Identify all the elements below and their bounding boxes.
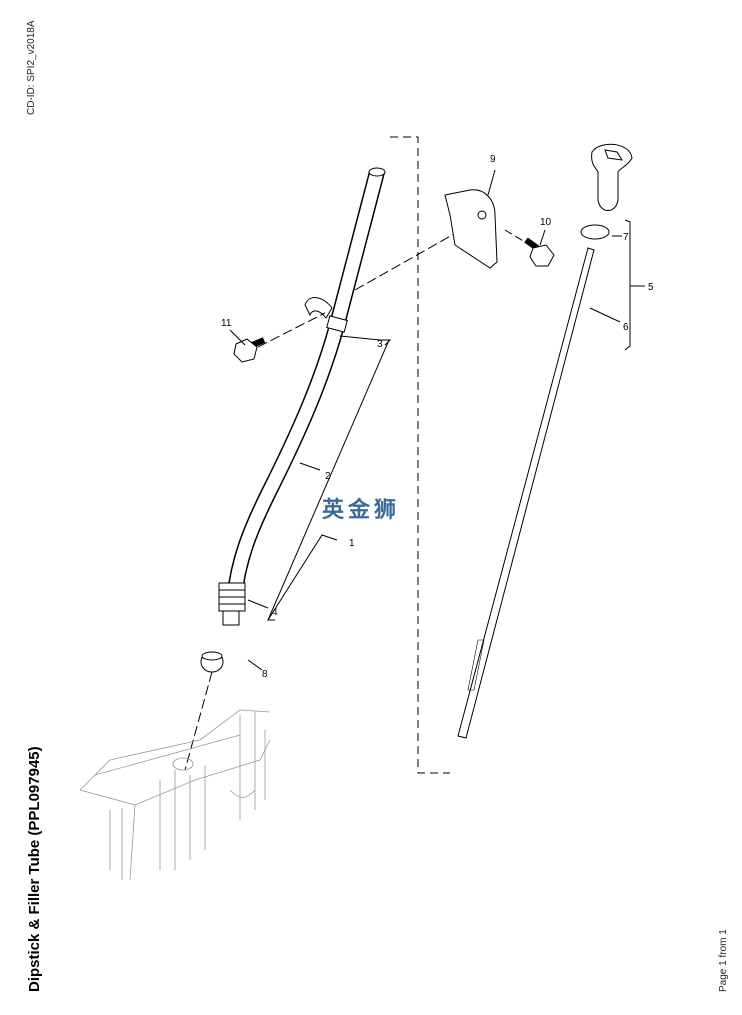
mounting-bracket	[444, 189, 498, 269]
callout-5: 5	[648, 282, 654, 293]
tube-bracket	[304, 297, 333, 319]
watermark: 英金狮	[322, 498, 401, 523]
engine-block	[79, 709, 271, 881]
dipstick-handle	[591, 143, 633, 211]
callout-labels: 1 2 3 4 5 6 7 8 9 10 11	[221, 154, 654, 680]
group-bracket	[390, 136, 450, 774]
o-ring	[580, 224, 610, 240]
dipstick-blade	[457, 247, 595, 739]
callout-8: 8	[262, 669, 268, 680]
bolt-11	[233, 337, 266, 363]
callout-4: 4	[272, 607, 278, 618]
callout-10: 10	[540, 217, 552, 228]
callout-9: 9	[490, 154, 496, 165]
callout-3: 3	[377, 339, 383, 350]
tube-clip	[326, 315, 348, 333]
bolt-10	[524, 237, 555, 267]
callout-11: 11	[221, 318, 232, 329]
callout-2: 2	[325, 471, 331, 482]
callout-6: 6	[623, 322, 629, 333]
callout-7: 7	[623, 232, 629, 243]
callout-1: 1	[349, 538, 355, 549]
